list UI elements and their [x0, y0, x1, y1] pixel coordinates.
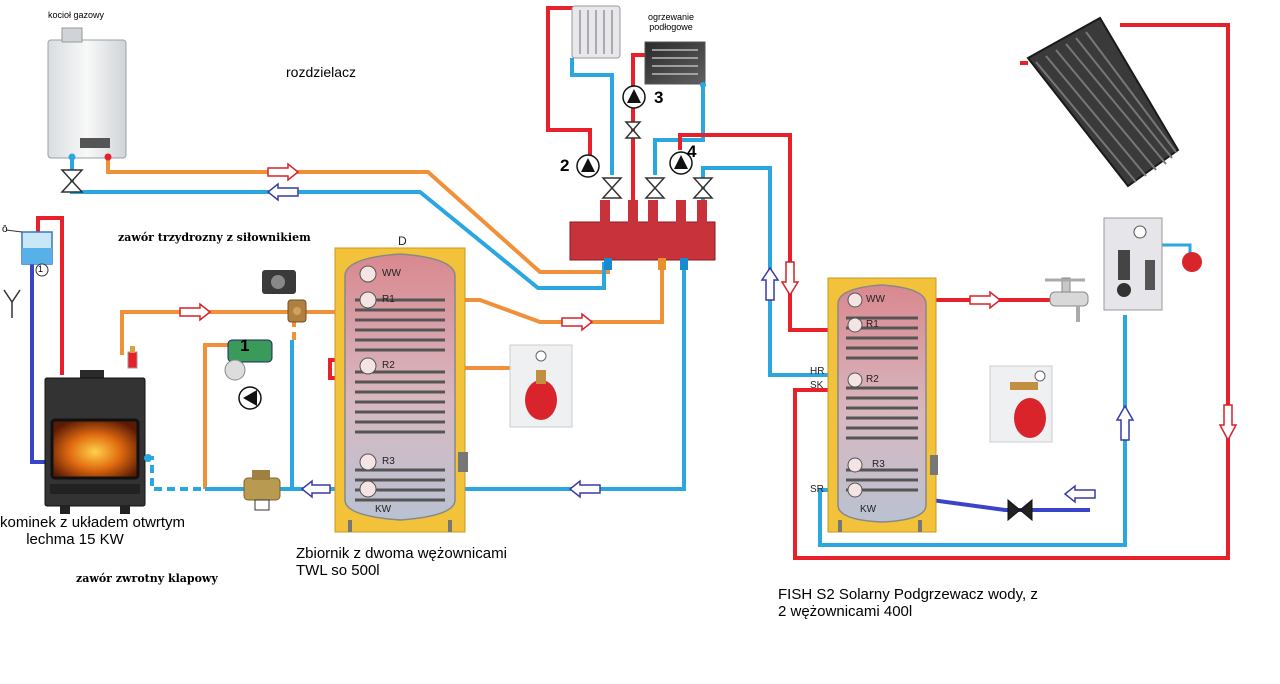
manifold-label: rozdzielacz [286, 64, 357, 80]
check-valve-icon [243, 470, 281, 501]
drain-icon [3, 289, 21, 318]
safety-valve-icon [127, 346, 138, 369]
tank1-port-d: D [398, 234, 407, 248]
fireplace-label-line1: kominek z układem otwrtym [0, 514, 186, 531]
pump2-number: 2 [560, 156, 570, 175]
hot-water-tap-icon [1045, 277, 1089, 322]
mixing-valve-icon [624, 121, 642, 139]
fireplace-label-line2: lechma 15 KW [26, 531, 124, 549]
arrow-hot-water [969, 290, 1002, 310]
tank2-port-r2: R2 [866, 374, 879, 385]
fireplace-riser-pipe [36, 216, 64, 375]
expansion-vessel-1 [509, 344, 573, 428]
flow-arrows [179, 162, 1238, 504]
floor-heating-label-line2: podłogowe [649, 22, 693, 33]
tank1-label: Zbiornik z dwoma wężownicami TWL so 500l [296, 545, 507, 580]
fireplace-return-pipe [146, 456, 205, 491]
arrow-tank2-down [780, 261, 800, 297]
valve-radiator-icon [601, 177, 623, 199]
tank2-port-sr: SR [810, 484, 824, 495]
cold-valve-icon [1007, 498, 1033, 522]
tank2-port-r3: R3 [872, 459, 885, 470]
pump3-number: 3 [654, 88, 664, 107]
pump1-icon [224, 339, 273, 381]
expansion-vessel-2 [989, 365, 1053, 443]
radiator-supply-pipe [546, 6, 592, 158]
tank1 [334, 247, 468, 533]
vessel-return-pipe [30, 262, 45, 464]
tank2 [827, 277, 938, 533]
pump1-symbol-icon [238, 386, 262, 410]
pump4-icon [669, 151, 693, 175]
floor-heating-panel [644, 41, 706, 88]
fireplace-supply-pipe [120, 310, 290, 355]
tank2-port-ww: WW [866, 294, 885, 305]
pump2-icon [576, 154, 600, 178]
solar-station [1103, 217, 1163, 311]
gas-boiler-label: kocioł gazowy [48, 10, 105, 20]
three-way-valve-icon [287, 299, 307, 323]
arrow-boiler-supply [267, 162, 300, 182]
arrow-tank2-up [760, 266, 780, 301]
manifold [569, 200, 716, 270]
boiler-valve-icon [60, 169, 84, 193]
tank2-port-hr: HR [810, 366, 825, 377]
pump3-icon [622, 85, 646, 109]
open-expansion-vessel [5, 229, 53, 277]
tank2-label-line1: FISH S2 Solarny Podgrzewacz wody, z [778, 586, 1038, 603]
tank2-port-r1: R1 [866, 319, 879, 330]
boiler-supply-pipe [106, 157, 610, 274]
solar-expansion-vessel-icon [1182, 252, 1202, 272]
tank1-port-ww: WW [382, 268, 401, 279]
solar-collector [1026, 16, 1180, 188]
arrow-check-valve [300, 479, 331, 499]
arrow-fireplace-supply [179, 302, 212, 322]
tank1-label-line2: TWL so 500l [296, 562, 380, 580]
fireplace [44, 370, 152, 514]
pump1-number: 1 [240, 336, 250, 355]
floor-heating-label-line1: ogrzewanie [648, 12, 695, 22]
arrow-boiler-return [266, 182, 299, 202]
manifold-return-pipe [462, 262, 686, 491]
vessel-gauge-number: 1 [38, 264, 44, 274]
floor-heating-label: ogrzewanie podłogowe [648, 12, 694, 33]
solar-supply-pipe [793, 23, 1230, 560]
tank1-port-r3: R3 [382, 456, 395, 467]
gas-boiler [47, 27, 127, 161]
tank1-port-r2: R2 [382, 360, 395, 371]
fireplace-label: kominek z układem otwrtym lechma 15 KW [0, 514, 186, 549]
tank1-port-r1: R1 [382, 294, 395, 305]
arrow-tank1-return [568, 479, 601, 499]
arrow-solar-up [1115, 404, 1135, 441]
valve-tank2-icon [692, 177, 714, 199]
actuator-icon [262, 270, 296, 294]
pump4-number: 4 [687, 142, 697, 161]
three-way-valve-label: zawór trzydrozny z siłownikiem [118, 231, 311, 244]
tank2-label: FISH S2 Solarny Podgrzewacz wody, z 2 wę… [778, 586, 1038, 621]
arrow-solar-down [1218, 404, 1238, 442]
arrow-cold-in [1063, 484, 1096, 504]
tank2-port-kw: KW [860, 504, 877, 515]
arrow-tank-coil [561, 312, 594, 332]
radiator-return-pipe [570, 58, 614, 175]
check-valve-marker-icon [254, 499, 270, 511]
tank1-label-line1: Zbiornik z dwoma wężownicami [296, 545, 507, 562]
solar-return-pipe [818, 315, 1127, 547]
vent-mark: ō [2, 224, 8, 235]
tank2-supply-pipe [678, 133, 840, 332]
manifold-valves [601, 121, 714, 199]
tank1-coils [355, 298, 445, 502]
tank2-port-sk: SK [810, 380, 824, 391]
radiator [571, 5, 621, 59]
tank2-label-line2: 2 wężownicami 400l [778, 603, 913, 621]
manifold-to-tank-pipe [462, 262, 664, 324]
tank1-port-kw: KW [375, 504, 392, 515]
valve-floor-icon [644, 177, 666, 199]
check-valve-label: zawór zwrotny klapowy [76, 572, 218, 585]
